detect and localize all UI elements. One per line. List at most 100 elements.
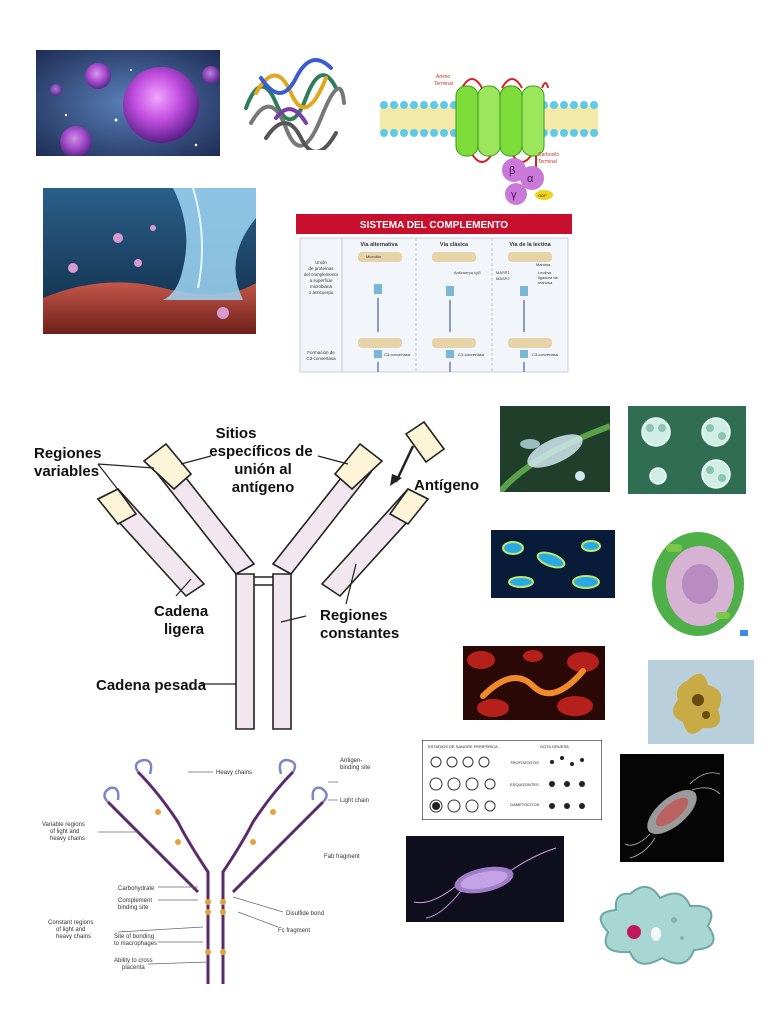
amino-label: Amino [436, 74, 450, 80]
constantes-line2: constantes [320, 625, 399, 642]
row1-line1: Unión [315, 260, 327, 265]
stage-row-1: TROFOZOITOS [510, 760, 539, 765]
complement-label-2: binding site [118, 905, 149, 911]
cysts-image [628, 406, 746, 494]
cysts-illustration [628, 406, 746, 494]
gamma-label: γ [511, 189, 517, 201]
alpha-label: α [527, 173, 534, 185]
bacteria-blue-illustration [491, 530, 615, 598]
gpcr-diagram: Amino Terminal Carboxilo Terminal β α γ … [376, 58, 602, 210]
row1-line4: a superficie [309, 278, 333, 283]
antibody-es-illustration: Sitios específicos de unión al antígeno … [26, 404, 500, 738]
fc-label: Fc fragment [278, 928, 310, 934]
paramecium-illustration [500, 406, 610, 492]
stage-row-2: ESQUIZONTES [510, 782, 539, 787]
constantes-line1: Regiones [320, 607, 388, 624]
constant-label-1: Constant regions [48, 920, 93, 926]
antibody-diagram-es: Sitios específicos de unión al antígeno … [26, 404, 500, 738]
cadena-line2: ligera [164, 621, 205, 638]
col-clasica: Vía clásica [440, 242, 469, 248]
plant-cell-illustration [646, 526, 750, 638]
manosa-label: Manosa [536, 262, 551, 267]
carboxy-label: Carboxilo [538, 152, 559, 158]
stages-header-1: ESTADIOS DE SANGRE PERIFÉRICA [428, 744, 498, 749]
variable-label-3: heavy chains [50, 836, 85, 842]
sitios-line4: antígeno [232, 479, 295, 496]
plant-cell-image [646, 526, 750, 638]
constant-label-2: of light and [56, 927, 85, 933]
heavy-chains-label: Heavy chains [216, 770, 252, 776]
regiones-line1: Regiones [34, 445, 102, 462]
constant-label-3: heavy chains [56, 934, 91, 940]
anticuerpo-label: Anticuerpo IgG [454, 270, 481, 275]
malaria-stages-illustration: ESTADIOS DE SANGRE PERIFÉRICA GOTA GRUES… [422, 740, 602, 820]
beta-label: β [509, 165, 515, 177]
masp1-label: MASP1 [496, 270, 510, 275]
antibody-en-illustration: Heavy chains Antigen- binding site Light… [38, 752, 408, 988]
cell-invasion-image [43, 188, 256, 334]
site-label-1: Site of bonding [114, 934, 154, 940]
cadena-line1: Cadena [154, 603, 209, 620]
lectina3-label: manosa [538, 280, 553, 285]
cell-invasion-illustration [43, 188, 256, 334]
protein-structure-image [236, 48, 350, 150]
bacterium-purple-image [406, 836, 564, 922]
able-label-1: Ability to cross [114, 958, 153, 964]
pesada-label: Cadena pesada [96, 677, 207, 694]
amino-terminal-label: Terminal [434, 81, 453, 87]
row1-line5: microbiana [310, 284, 333, 289]
able-label-2: placenta [122, 965, 145, 971]
paramecium-image [500, 406, 610, 492]
trypanosoma-illustration [463, 646, 605, 720]
regiones-line2: variables [34, 463, 99, 480]
antigen-label-2: binding site [340, 765, 371, 771]
lectina2-label: ligadora de [538, 275, 559, 280]
disulfide-label: Disulfide bond [286, 911, 324, 917]
bacterium-purple-illustration [406, 836, 564, 922]
malaria-stages-chart: ESTADIOS DE SANGRE PERIFÉRICA GOTA GRUES… [422, 740, 602, 820]
amoeba-microscope-image [648, 660, 754, 744]
stage-row-3: GAMETOCITOS [510, 802, 540, 807]
fab-label: Fab fragment [324, 854, 360, 860]
gpcr-illustration: Amino Terminal Carboxilo Terminal β α γ … [376, 58, 602, 210]
lymphocyte-illustration [36, 50, 220, 156]
lectina1-label: Lectina [538, 270, 552, 275]
gdp-label: GDP [538, 193, 547, 198]
col-lectina: Vía de la lectina [509, 242, 551, 248]
c3conv-lec: C3-convertasa [532, 352, 559, 357]
row1-line6: o anticuerpo [309, 290, 334, 295]
antigen-label-1: Antigen- [340, 758, 362, 764]
trypanosoma-image [463, 646, 605, 720]
bacteria-blue-image [491, 530, 615, 598]
bacterium-dark-illustration [620, 754, 724, 862]
bacterium-dark-image [620, 754, 724, 862]
complement-title: SISTEMA DEL COMPLEMENTO [360, 220, 508, 231]
amoeba-illustration-image [590, 876, 724, 974]
antigeno-label: Antígeno [414, 477, 479, 494]
site-label-2: to macrophages [114, 941, 157, 947]
masp2-label: MASP2 [496, 276, 510, 281]
row2-line1: Formación de [307, 350, 335, 355]
microbio-label: Microbio [366, 254, 382, 259]
amoeba-microscope-illustration [648, 660, 754, 744]
amoeba-illustration [590, 876, 724, 974]
complement-illustration: SISTEMA DEL COMPLEMENTO Vía alternativa … [296, 214, 572, 376]
row2-line2: C3-convertasa [306, 356, 336, 361]
carbohydrate-label: Carbohydrate [118, 886, 155, 892]
complement-label-1: Complement [118, 898, 152, 904]
row1-line3: del complemento [304, 272, 339, 277]
variable-label-2: of light and [50, 829, 79, 835]
c3conv-alt: C3-convertasa [384, 352, 411, 357]
sitios-line1: Sitios [216, 425, 257, 442]
complement-system-diagram: SISTEMA DEL COMPLEMENTO Vía alternativa … [296, 214, 572, 376]
row1-line2: de proteínas [308, 266, 334, 271]
light-chain-label: Light chain [340, 798, 369, 804]
carboxy-terminal-label: Terminal [538, 159, 557, 165]
col-alternativa: Vía alternativa [360, 242, 398, 248]
variable-label-1: Variable regions [42, 822, 85, 828]
stages-header-2: GOTA GRUESA [540, 744, 569, 749]
sitios-line2: específicos de [209, 443, 312, 460]
c3conv-clas: C3-convertasa [458, 352, 485, 357]
lymphocyte-image [36, 50, 220, 156]
antibody-diagram-en: Heavy chains Antigen- binding site Light… [38, 752, 408, 988]
